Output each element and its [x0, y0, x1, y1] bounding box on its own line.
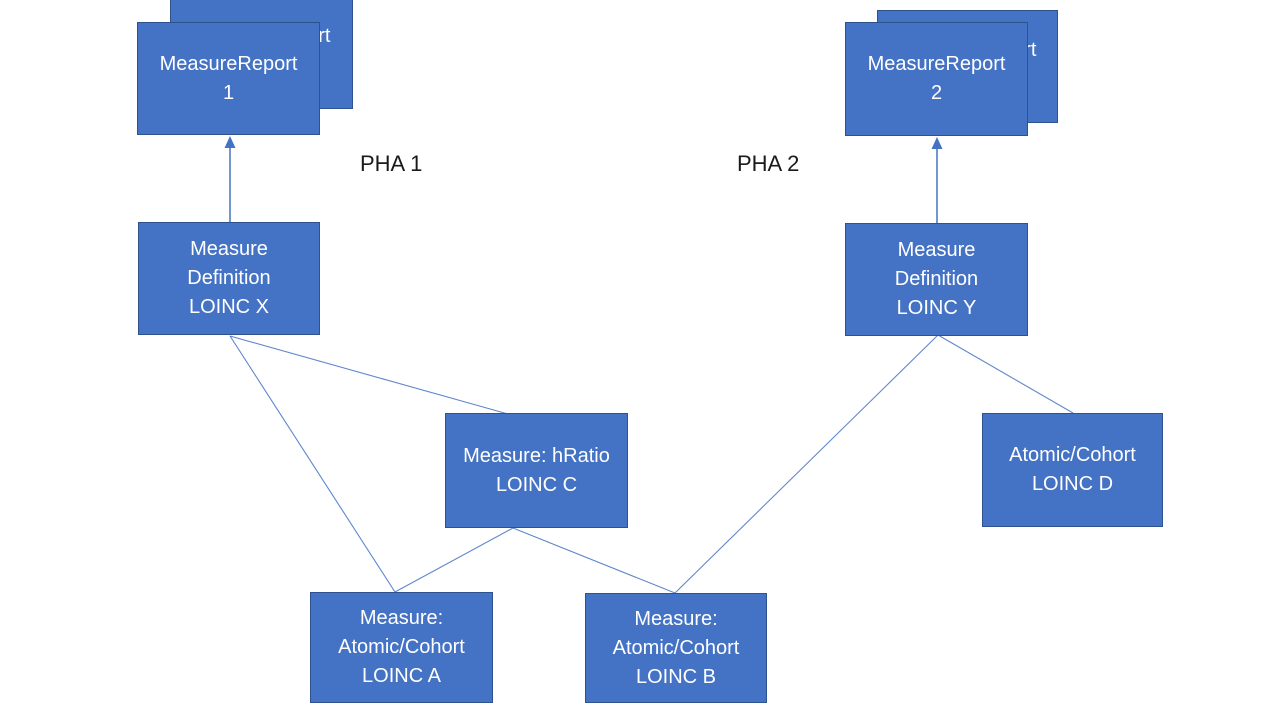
- node-measurereport-1: MeasureReport 1: [137, 22, 320, 135]
- node-measure-atomic-cohort-loinc-a: Measure: Atomic/Cohort LOINC A: [310, 592, 493, 703]
- node-line: Atomic/Cohort: [338, 636, 465, 658]
- node-line: LOINC D: [1031, 473, 1114, 495]
- connector-hratioc-to-measureb: [512, 527, 676, 594]
- node-measure-definition-loinc-x: Measure Definition LOINC X: [138, 222, 320, 335]
- node-line: LOINC B: [635, 665, 717, 688]
- connector-defx-to-hratioc: [229, 335, 509, 415]
- node-line: LOINC A: [362, 665, 441, 687]
- arrowhead-defx-to-mr1-icon: [224, 136, 236, 148]
- connector-defy-to-measureb: [674, 334, 939, 594]
- node-line: 2: [930, 82, 943, 104]
- node-line: Atomic/Cohort: [612, 636, 740, 659]
- node-line: Measure:: [634, 607, 718, 630]
- node-measure-definition-loinc-y: Measure Definition LOINC Y: [845, 223, 1028, 336]
- arrowhead-defy-to-mr2-icon: [931, 137, 943, 149]
- node-line: Atomic/Cohort: [1009, 444, 1136, 466]
- region-label-pha2: PHA 2: [737, 151, 800, 176]
- node-line: Measure: [897, 239, 976, 261]
- node-line: Definition: [187, 267, 271, 289]
- node-line: Measure: [190, 238, 268, 260]
- node-line: Measure: hRatio: [463, 444, 610, 467]
- node-line: Definition: [894, 268, 979, 290]
- connector-defy-to-atomicd: [937, 334, 1074, 414]
- node-line: LOINC X: [188, 296, 270, 318]
- node-atomic-cohort-loinc-d: Atomic/Cohort LOINC D: [982, 413, 1163, 527]
- node-line: MeasureReport: [159, 52, 298, 75]
- node-line: 1: [222, 81, 235, 104]
- node-line: Measure:: [359, 607, 444, 629]
- node-measure-hratio-loinc-c: Measure: hRatio LOINC C: [445, 413, 628, 528]
- region-label-pha1: PHA 1: [360, 151, 423, 176]
- node-line: LOINC Y: [896, 297, 977, 319]
- connector-defx-to-measurea: [229, 335, 396, 593]
- node-measure-atomic-cohort-loinc-b: Measure: Atomic/Cohort LOINC B: [585, 593, 767, 703]
- node-measurereport-2: MeasureReport 2: [845, 22, 1028, 136]
- connector-hratioc-to-measurea: [394, 527, 514, 593]
- node-line: MeasureReport: [867, 53, 1006, 75]
- node-line: LOINC C: [495, 473, 578, 496]
